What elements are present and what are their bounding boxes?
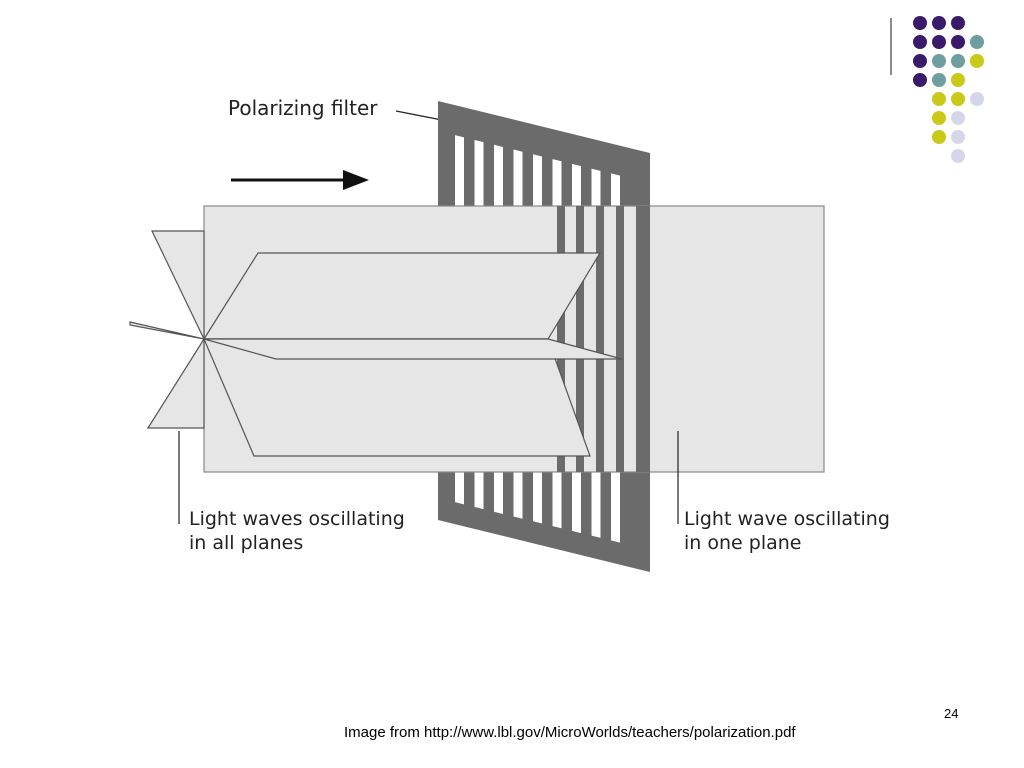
decorative-dot bbox=[951, 149, 965, 163]
decorative-dot bbox=[913, 73, 927, 87]
decorative-dot bbox=[913, 54, 927, 68]
decorative-dot bbox=[913, 16, 927, 30]
oscillation-planes bbox=[129, 230, 623, 457]
filter-label: Polarizing filter bbox=[228, 96, 378, 120]
left-beam-label: Light waves oscillating in all planes bbox=[189, 507, 405, 555]
filter-bar bbox=[596, 206, 604, 472]
decorative-dot bbox=[932, 130, 946, 144]
page-number: 24 bbox=[944, 706, 959, 721]
decorative-dot bbox=[951, 73, 965, 87]
decorative-dot bbox=[970, 54, 984, 68]
left-beam-label-line-2: in all planes bbox=[189, 532, 304, 554]
left-beam-label-line-1: Light waves oscillating bbox=[189, 508, 405, 530]
decorative-dot bbox=[951, 16, 965, 30]
decorative-dot-pattern bbox=[890, 16, 984, 163]
decorative-dot bbox=[951, 92, 965, 106]
decorative-dot bbox=[932, 111, 946, 125]
polarizing-filter-bars bbox=[557, 206, 650, 472]
decorative-dot bbox=[932, 92, 946, 106]
right-beam-label: Light wave oscillating in one plane bbox=[684, 507, 890, 555]
decorative-dot bbox=[932, 35, 946, 49]
decorative-dot bbox=[951, 111, 965, 125]
filter-bar bbox=[616, 206, 624, 472]
right-beam-label-line-1: Light wave oscillating bbox=[684, 508, 890, 530]
filter-edge bbox=[642, 206, 650, 472]
direction-arrow bbox=[231, 170, 369, 190]
filter-bar bbox=[576, 206, 584, 472]
decorative-dot bbox=[970, 92, 984, 106]
right-beam-label-line-2: in one plane bbox=[684, 532, 802, 554]
source-credit: Image from http://www.lbl.gov/MicroWorld… bbox=[344, 724, 796, 741]
decorative-dot bbox=[951, 54, 965, 68]
decorative-dot bbox=[932, 16, 946, 30]
decorative-dot bbox=[951, 130, 965, 144]
decorative-dot bbox=[932, 54, 946, 68]
filter-bar bbox=[557, 206, 565, 472]
decorative-dot bbox=[951, 35, 965, 49]
filter-bar bbox=[636, 206, 644, 472]
decorative-dot bbox=[932, 73, 946, 87]
decorative-dot bbox=[913, 35, 927, 49]
decorative-dot bbox=[970, 35, 984, 49]
